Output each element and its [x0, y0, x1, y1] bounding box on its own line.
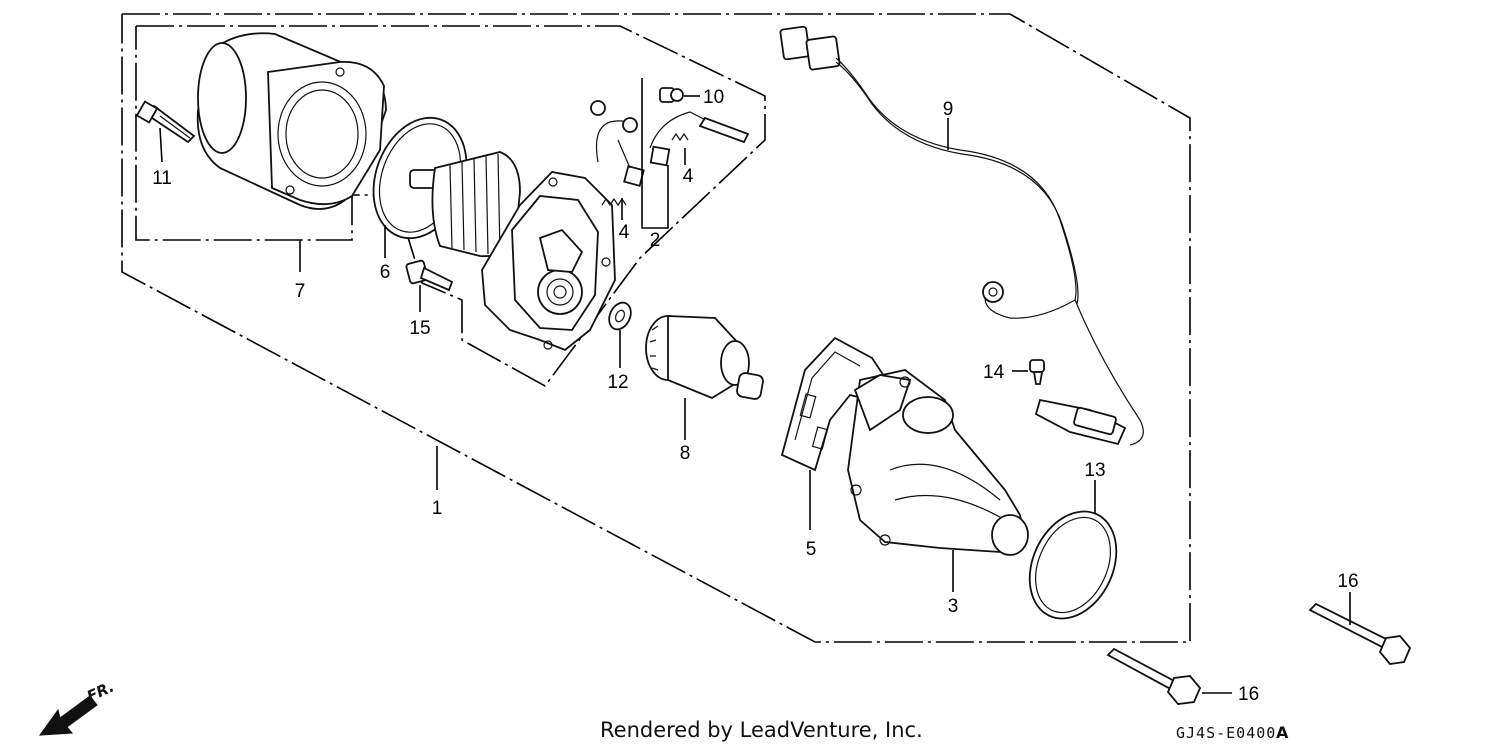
callout-5: 5	[806, 539, 817, 560]
long-bolt-part-16-lower[interactable]	[1106, 647, 1202, 705]
callout-4b: 4	[683, 166, 694, 187]
brush-end-housing	[481, 171, 616, 352]
assembly-boundary-1	[121, 13, 1191, 643]
callout-3: 3	[948, 596, 959, 617]
callout-14: 14	[983, 362, 1005, 383]
callout-8: 8	[680, 443, 691, 464]
callout-16a: 16	[1337, 571, 1358, 592]
screw-part-15[interactable]	[405, 259, 454, 292]
callout-16b: 16	[1238, 684, 1259, 705]
front-direction-arrow-icon	[38, 695, 98, 736]
wire-harness-part-9[interactable]	[779, 25, 1144, 446]
leader-11	[159, 127, 163, 163]
callout-12: 12	[607, 372, 628, 393]
bolt-part-14[interactable]	[1029, 359, 1045, 385]
rendered-by-credit: Rendered by LeadVenture, Inc.	[600, 718, 923, 742]
callout-2: 2	[650, 230, 661, 251]
bracket-7	[135, 25, 766, 388]
motor-yoke-part-7[interactable]	[196, 32, 387, 210]
diagram-code-suffix: A	[1276, 723, 1289, 742]
bracket-2a	[641, 78, 655, 229]
callout-10: 10	[703, 87, 724, 108]
diagram-code: GJ4S-E0400	[1176, 724, 1276, 742]
bolt-part-11[interactable]	[135, 100, 196, 144]
front-cover-part-3[interactable]	[847, 369, 1029, 556]
starter-drive-part-8[interactable]	[645, 315, 764, 400]
o-ring-part-13[interactable]	[1013, 497, 1133, 632]
callout-4a: 4	[619, 222, 630, 243]
front-direction-label: FR.	[84, 678, 117, 706]
callout-6: 6	[380, 262, 391, 283]
callout-13: 13	[1084, 460, 1105, 481]
spring-part-4[interactable]	[601, 132, 689, 207]
callout-7: 7	[295, 281, 306, 302]
callout-11: 11	[152, 168, 172, 189]
callout-9: 9	[943, 99, 954, 120]
brush-set-part-2[interactable]	[590, 100, 750, 187]
long-bolt-part-16-upper[interactable]	[1308, 602, 1412, 665]
armature	[409, 151, 521, 258]
callout-1: 1	[432, 498, 443, 519]
screw-part-10[interactable]	[659, 87, 684, 103]
callout-15: 15	[409, 318, 430, 339]
bracket-2b	[655, 165, 669, 229]
washer-part-12[interactable]	[605, 299, 635, 333]
